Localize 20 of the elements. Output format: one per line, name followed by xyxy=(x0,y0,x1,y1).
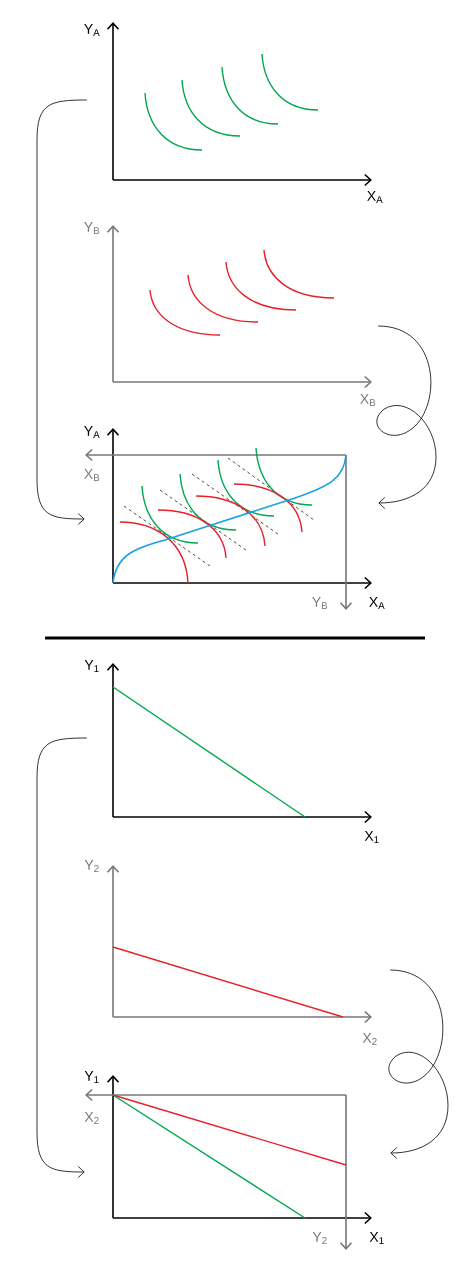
axis-label: X$_{1}$ xyxy=(364,831,379,843)
axis-label: X$_{A}$ xyxy=(367,191,383,203)
curved-arrow xyxy=(36,737,88,1178)
axis-label: X$_{1}$ xyxy=(369,1232,384,1244)
axis-label: Y$_{B}$ xyxy=(312,597,328,609)
axis-label: Y$_{1}$ xyxy=(84,660,99,672)
axis-label: Y$_{2}$ xyxy=(312,1232,327,1244)
curved-arrow xyxy=(36,99,88,525)
curved-arrow xyxy=(388,969,449,1159)
axis-label: Y$_{1}$ xyxy=(84,1071,99,1083)
axis-label: Y$_{A}$ xyxy=(84,426,100,438)
axis-label: X$_{B}$ xyxy=(84,469,100,481)
axis-label: X$_{B}$ xyxy=(360,394,376,406)
axis-label: Y$_{A}$ xyxy=(84,24,100,36)
axis-label: Y$_{2}$ xyxy=(84,860,99,872)
axis-label: Y$_{B}$ xyxy=(84,222,100,234)
axis-label: X$_{2}$ xyxy=(362,1033,377,1045)
curved-arrow xyxy=(376,325,437,509)
axis-label: X$_{A}$ xyxy=(369,597,385,609)
axis-label: X$_{2}$ xyxy=(84,1112,99,1124)
